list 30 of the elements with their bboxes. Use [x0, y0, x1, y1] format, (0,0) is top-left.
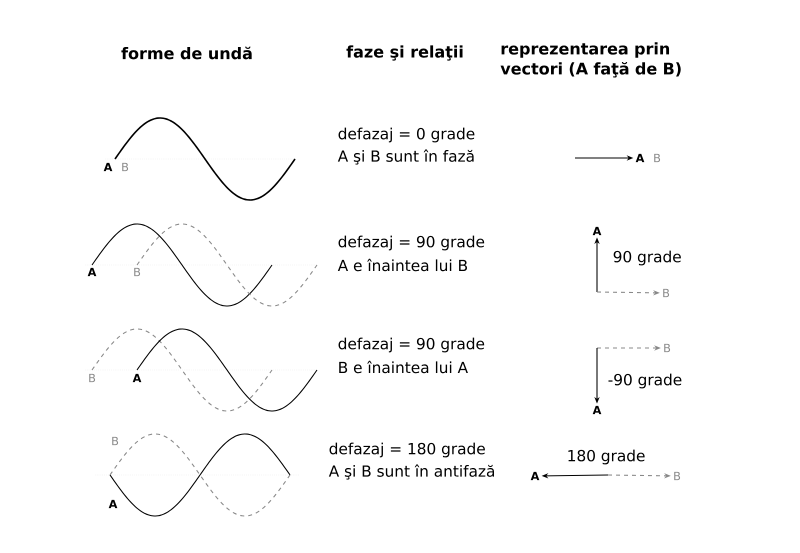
vector-label: A: [636, 154, 644, 162]
vector-label: A: [592, 406, 602, 414]
angle-label: 90 grade: [614, 250, 681, 266]
vector-label: B: [654, 154, 660, 162]
angle-label: -90 grade: [608, 374, 682, 388]
vector-label: A: [530, 472, 540, 480]
phase-description: defazaj = 90 grade: [338, 338, 484, 352]
wave-label: B: [89, 374, 96, 382]
wave-label: B: [112, 436, 118, 446]
wave-label: A: [88, 268, 96, 276]
wave-label: A: [104, 162, 112, 172]
phase-description: A şi B sunt în fază: [338, 149, 474, 165]
column-heading: reprezentarea prin vectori (A faţă de B): [500, 42, 681, 78]
phase-description: defazaj = 180 grade: [330, 442, 485, 458]
wave-label: B: [122, 162, 128, 172]
vector-label: B: [663, 288, 670, 298]
phase-description: A e înaintea lui B: [338, 258, 467, 272]
wave-label: A: [132, 374, 142, 382]
phase-description: B e înaintea lui A: [339, 360, 468, 374]
vector-label: B: [674, 472, 680, 480]
phase-description: defazaj = 0 grade: [338, 128, 474, 142]
vector-label: B: [664, 344, 670, 352]
column-heading: faze şi relaţii: [346, 45, 462, 61]
angle-label: 180 grade: [568, 450, 645, 464]
vector-label: A: [592, 226, 602, 236]
phase-description: defazaj = 90 grade: [338, 236, 484, 250]
wave-label: B: [134, 268, 140, 276]
phase-description: A şi B sunt în antifază: [328, 464, 494, 480]
wave-label: A: [108, 500, 118, 508]
column-heading: forme de undă: [121, 46, 252, 60]
